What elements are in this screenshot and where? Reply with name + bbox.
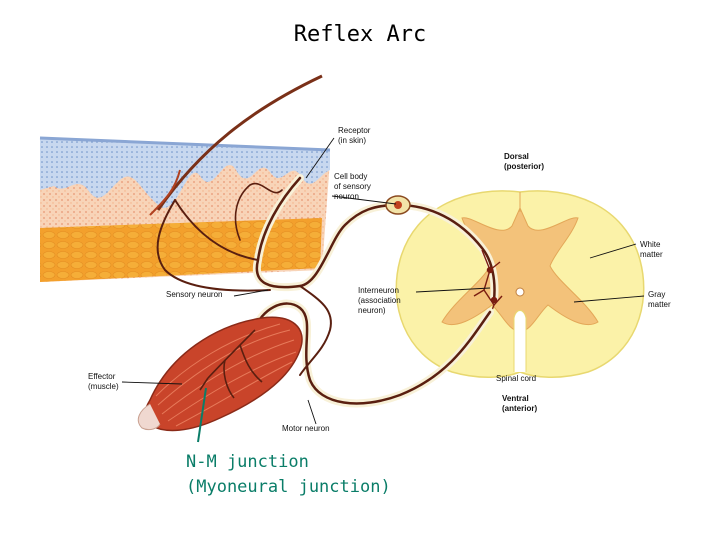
sensory-dendrite-branch-3 — [156, 199, 271, 292]
motor-neuron — [251, 285, 494, 408]
label-dorsal: Dorsal (posterior) — [504, 152, 544, 171]
label-spinal-cord: Spinal cord — [496, 374, 537, 383]
motor-endings — [199, 329, 263, 399]
leader-lines — [121, 137, 645, 425]
callout-line-2: (Myoneural junction) — [186, 477, 391, 497]
central-canal — [515, 287, 525, 297]
spinal-cord — [395, 190, 645, 379]
nm-junction-pointer — [197, 387, 207, 443]
label-white-matter: White matter — [640, 240, 663, 259]
muscle — [137, 316, 303, 432]
muscle-belly — [144, 316, 303, 432]
callout-line-1: N-M junction — [186, 452, 309, 472]
skin-surface — [39, 136, 331, 152]
skin-section — [39, 136, 331, 282]
label-gray-matter: Gray matter — [648, 290, 671, 309]
nm-junction-callout: N-M junction (Myoneural junction) — [186, 450, 391, 500]
page-title: Reflex Arc — [293, 22, 427, 47]
hair-follicle — [149, 169, 181, 216]
sensory-cell-body — [394, 201, 402, 209]
motor-axon-loop — [299, 285, 332, 376]
label-cell-body: Cell body of sensory neuron — [334, 172, 371, 201]
label-ventral: Ventral (anterior) — [502, 394, 538, 413]
ventral-fissure — [513, 310, 527, 372]
skin-epidermis-dots — [40, 138, 330, 208]
muscle-tendon — [137, 403, 161, 431]
skin-fat-pattern — [40, 218, 322, 282]
sensory-neuron — [156, 174, 499, 304]
label-sensory-neuron: Sensory neuron — [166, 290, 223, 299]
label-receptor: Receptor (in skin) — [338, 126, 371, 145]
label-motor-neuron: Motor neuron — [282, 424, 330, 433]
label-effector: Effector (muscle) — [88, 372, 119, 391]
motor-neuron-axon — [253, 302, 492, 405]
sensory-dendrite-branch — [174, 199, 259, 261]
hair — [156, 74, 323, 211]
label-interneuron: Interneuron (association neuron) — [358, 286, 401, 315]
sensory-dendrite-branch-2 — [234, 182, 283, 241]
